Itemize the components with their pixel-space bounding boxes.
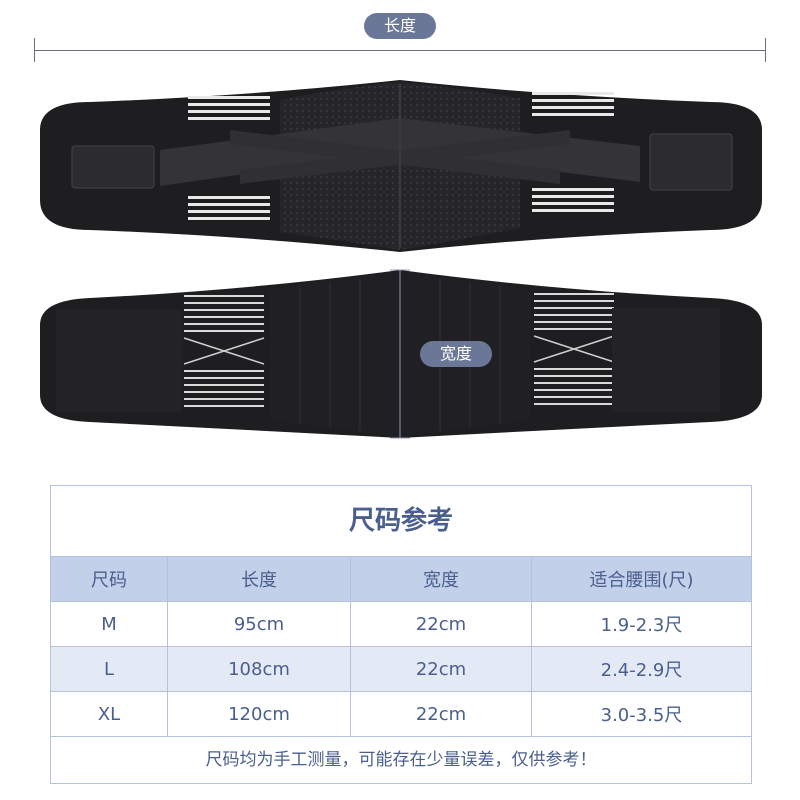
length-tick-left xyxy=(34,38,35,62)
size-table: 尺码参考 尺码 长度 宽度 适合腰围(尺) M 95cm 22cm 1.9-2.… xyxy=(50,485,752,784)
table-row: L 108cm 22cm 2.4-2.9尺 xyxy=(51,646,751,691)
cell-size: L xyxy=(51,647,168,691)
cell-width: 22cm xyxy=(351,602,532,646)
header-waist: 适合腰围(尺) xyxy=(589,570,694,591)
belt-back-view xyxy=(40,80,762,252)
belt-front-view xyxy=(40,270,762,438)
cell-length: 120cm xyxy=(168,692,351,736)
cell-size: XL xyxy=(51,692,168,736)
measurement-note: 尺码均为手工测量，可能存在少量误差，仅供参考！ xyxy=(51,736,751,784)
table-title: 尺码参考 xyxy=(348,506,453,536)
length-label: 长度 xyxy=(364,13,436,39)
cell-waist: 3.0-3.5尺 xyxy=(600,705,683,726)
table-header-row: 尺码 长度 宽度 适合腰围(尺) xyxy=(51,556,751,601)
cell-waist: 2.4-2.9尺 xyxy=(600,660,683,681)
cell-size: M xyxy=(51,602,168,646)
header-length: 长度 xyxy=(168,557,351,601)
width-label: 宽度 xyxy=(420,341,492,367)
length-tick-right xyxy=(765,38,766,62)
belt-illustrations xyxy=(40,80,762,439)
table-row: XL 120cm 22cm 3.0-3.5尺 xyxy=(51,691,751,736)
length-line xyxy=(34,50,766,51)
header-width: 宽度 xyxy=(351,557,532,601)
cell-width: 22cm xyxy=(351,692,532,736)
cell-length: 108cm xyxy=(168,647,351,691)
cell-waist: 1.9-2.3尺 xyxy=(600,615,683,636)
cell-width: 22cm xyxy=(351,647,532,691)
table-row: M 95cm 22cm 1.9-2.3尺 xyxy=(51,601,751,646)
width-dimension-line xyxy=(390,269,410,439)
header-size: 尺码 xyxy=(51,557,168,601)
cell-length: 95cm xyxy=(168,602,351,646)
